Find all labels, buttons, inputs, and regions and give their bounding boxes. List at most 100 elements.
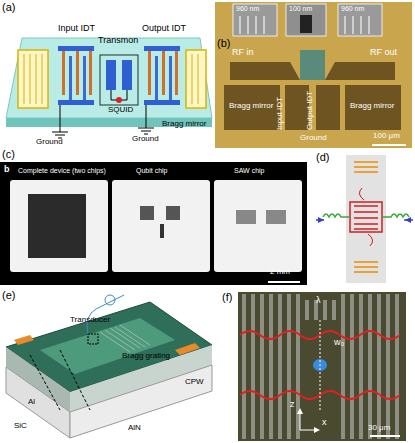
ground-symbols-line	[146, 105, 147, 128]
bulk-saw-device-3d-g-line	[115, 327, 145, 347]
part-label: Ground	[132, 135, 159, 143]
bulk-saw-device-3d-polygon	[70, 365, 212, 438]
part-label: RF in	[232, 48, 254, 57]
grating-micrograph-line	[320, 320, 321, 410]
saw-resonator-schematic-g-line	[354, 217, 378, 219]
saw-resonator-schematic-g-line	[354, 223, 378, 225]
bulk-saw-device-3d-circle	[105, 295, 115, 305]
part-label: RF out	[370, 48, 397, 57]
device-micrograph-polygon	[325, 62, 395, 80]
grating-stripe	[251, 294, 255, 439]
part-label: Bragg grating	[122, 352, 170, 360]
part-label: 100 μm	[373, 132, 400, 140]
device-micrograph-rect	[224, 85, 280, 130]
input-idt-rect	[89, 51, 92, 95]
bragg-mirror-right-line	[192, 54, 193, 104]
chip-photograph-rect	[10, 180, 108, 272]
grating-stripe	[341, 294, 345, 439]
device-micrograph-g-line	[368, 16, 370, 34]
panel-letter: (d)	[316, 152, 329, 164]
transmon-rect	[122, 60, 132, 90]
chip-photograph-rect	[214, 180, 302, 272]
part-label: Input IDT	[276, 97, 284, 130]
device-micrograph-rect	[233, 4, 277, 36]
device-micrograph-rect	[345, 85, 401, 130]
device-micrograph-rect	[300, 15, 312, 33]
ground-symbols-line	[141, 131, 151, 132]
device-micrograph	[215, 2, 412, 148]
bulk-saw-device-3d-path	[87, 295, 124, 334]
chip-photograph-rect	[266, 210, 286, 224]
bulk-saw-device-3d	[6, 295, 212, 438]
panel-letter: (f)	[222, 292, 232, 304]
bragg-mirror-left-line	[24, 54, 25, 104]
output-idt-rect	[144, 100, 180, 105]
part-label: x	[322, 418, 327, 427]
saw-resonator-schematic	[316, 155, 413, 283]
bulk-saw-device-3d-g-line	[110, 328, 140, 348]
saw-resonator-schematic-g-line	[354, 166, 378, 168]
part-label: AlN	[128, 424, 141, 432]
grating-micrograph-line	[370, 435, 400, 437]
saw-resonator-schematic-path	[323, 214, 350, 217]
bulk-saw-device-3d-g-line	[120, 325, 150, 345]
device-micrograph-g	[240, 16, 369, 34]
saw-resonator-schematic-g	[354, 206, 378, 229]
bragg-mirror-right	[186, 50, 206, 108]
input-idt-rect	[58, 46, 94, 51]
saw-resonator-schematic-g-line	[354, 171, 378, 173]
part-label: z	[290, 400, 295, 409]
ground-symbols-line	[60, 105, 61, 132]
bulk-saw-device-3d-polygon	[6, 367, 70, 438]
chip-photograph-rect	[112, 180, 210, 272]
part-label: Bragg mirror	[229, 102, 273, 110]
device-micrograph-polygon	[230, 62, 300, 80]
saw-resonator-schematic-path	[382, 214, 409, 217]
ground-symbols-line	[138, 128, 154, 129]
part-label: 100 nm	[289, 5, 312, 12]
grating-stripe	[368, 294, 372, 439]
saw-resonator-schematic-g-line	[354, 228, 378, 230]
part-label: Ground	[300, 134, 327, 142]
part-label: Bragg mirror	[350, 102, 394, 110]
transmon-circle	[116, 97, 122, 103]
part-label: Transmon	[98, 36, 138, 45]
bragg-mirror-left-rect	[18, 50, 48, 108]
device-micrograph-g-line	[344, 16, 346, 34]
input-idt-rect	[69, 56, 72, 100]
transmon	[100, 55, 138, 105]
bragg-mirror-left-line	[42, 54, 43, 104]
saw-resonator-schematic-polygon	[318, 217, 324, 223]
saw-resonator-schematic-g	[354, 162, 378, 272]
bulk-saw-device-3d-g	[14, 335, 200, 355]
saw-resonator-schematic-rect	[346, 155, 386, 283]
grating-stripe	[242, 294, 246, 439]
chip-photograph-rect	[140, 206, 154, 220]
saw-resonator-schematic-path	[359, 188, 364, 200]
grating-stripe	[395, 294, 399, 439]
chip-photograph-rect	[166, 206, 180, 220]
grating-micrograph-polygon	[314, 427, 320, 433]
grating-stripe	[332, 300, 336, 320]
device-micrograph-rect	[338, 4, 382, 36]
grating-stripe	[260, 294, 264, 439]
grating-stripe	[323, 300, 327, 320]
device-micrograph-g-line	[360, 16, 362, 34]
grating-micrograph-g	[242, 294, 399, 439]
chip-photograph-rect	[0, 162, 307, 285]
device-micrograph-g-line	[263, 16, 265, 34]
output-idt-rect	[169, 56, 172, 100]
device-micrograph-rect	[215, 2, 412, 148]
bulk-saw-device-3d-g-polygon	[175, 343, 200, 355]
bragg-mirror-left-line	[30, 54, 31, 104]
input-idt-rect	[83, 56, 86, 100]
panel-letter: (a)	[2, 2, 15, 14]
part-label: 960 nm	[236, 5, 259, 12]
saw-resonator-schematic-g-line	[354, 271, 378, 273]
bragg-mirror-left	[18, 50, 48, 108]
bragg-mirror-right-rect	[186, 50, 206, 108]
saw-resonator-schematic-g-line	[354, 205, 378, 207]
saw-device-3d	[6, 38, 212, 138]
saw-resonator-schematic-g-line	[354, 266, 378, 268]
